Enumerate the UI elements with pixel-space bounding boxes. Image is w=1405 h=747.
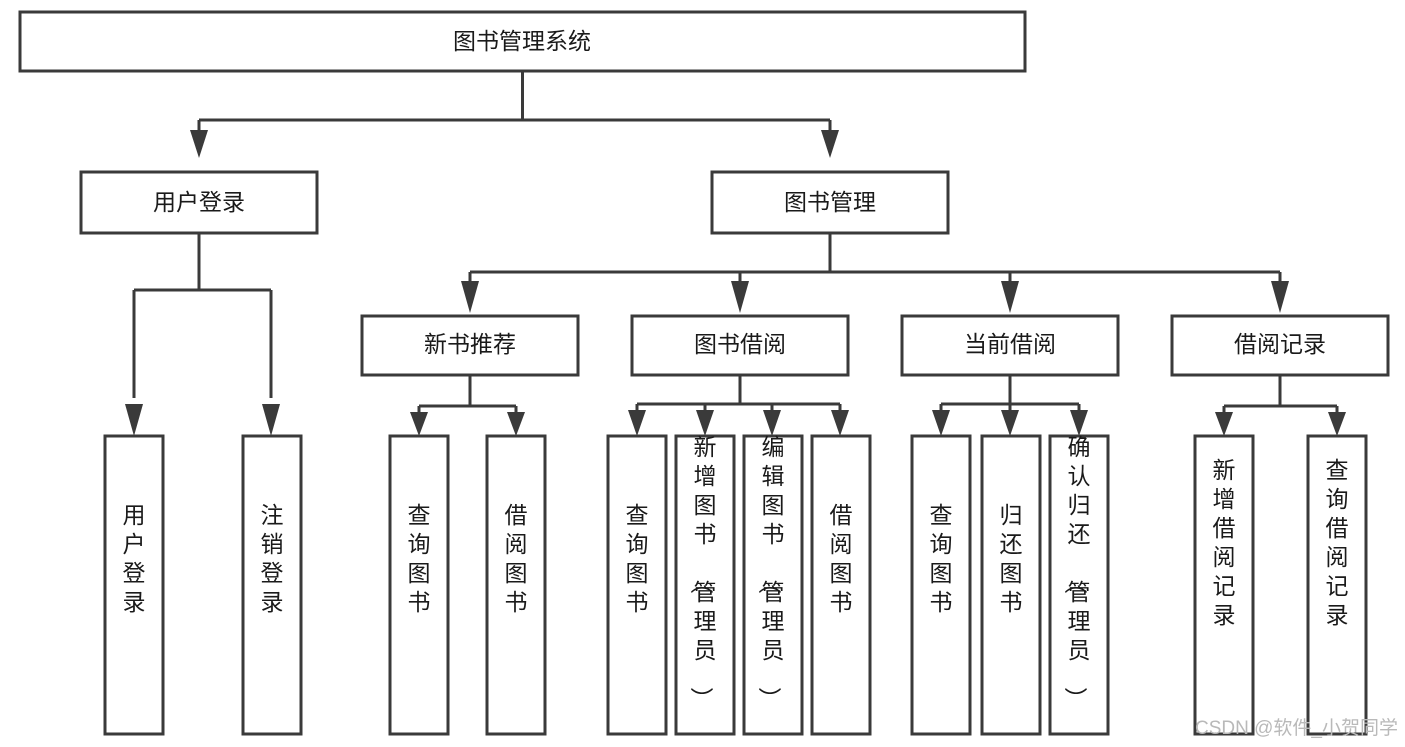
leaf-user-logout-label: 注销登录 (261, 502, 284, 615)
leaf-query-book-1[interactable]: 查询图书 (388, 434, 450, 736)
connector-group-book-management (461, 233, 1289, 313)
node-current-borrow-box[interactable] (900, 314, 1120, 377)
leaf-return-book[interactable]: 归还图书 (980, 434, 1042, 736)
leaf-query-book-3[interactable]: 查询图书 (910, 434, 972, 736)
arrow-head-user-login (190, 130, 208, 158)
arrow-head-leaf-query-book-3 (932, 410, 950, 436)
leaf-query-book-3-label: 查询图书 (930, 502, 953, 615)
leaf-user-logout[interactable]: 注销登录 (241, 434, 303, 736)
leaf-add-book-label: 新增图书（管理员） (689, 434, 717, 710)
leaf-edit-book-box[interactable] (742, 434, 804, 736)
leaf-borrow-book-2[interactable]: 借阅图书 (810, 434, 872, 736)
node-new-book-recommend[interactable]: 新书推荐 (360, 314, 580, 377)
connector-group-borrow-record (1215, 375, 1346, 436)
leaf-user-login-label: 用户登录 (123, 502, 146, 615)
node-system-box[interactable] (18, 10, 1027, 73)
leaf-query-record-box[interactable] (1306, 434, 1368, 736)
arrow-head-book-borrow (731, 281, 749, 313)
arrow-head-leaf-add-record (1215, 412, 1233, 436)
leaf-borrow-book-1-box[interactable] (485, 434, 547, 736)
leaf-add-record-box[interactable] (1193, 434, 1255, 736)
leaf-query-book-3-box[interactable] (910, 434, 972, 736)
node-book-management[interactable]: 图书管理 (710, 170, 950, 235)
node-system-label: 图书管理系统 (453, 28, 591, 54)
node-new-book-recommend-label: 新书推荐 (424, 331, 516, 357)
leaf-add-record[interactable]: 新增借阅记录 (1193, 434, 1255, 736)
node-borrow-record-label: 借阅记录 (1234, 331, 1326, 357)
node-book-management-label: 图书管理 (784, 189, 876, 215)
node-book-borrow[interactable]: 图书借阅 (630, 314, 850, 377)
node-book-borrow-box[interactable] (630, 314, 850, 377)
leaf-borrow-book-2-box[interactable] (810, 434, 872, 736)
leaf-query-book-2-box[interactable] (606, 434, 668, 736)
leaf-edit-book[interactable]: 编辑图书（管理员） (742, 434, 804, 736)
connector-group-current-borrow (932, 375, 1088, 436)
leaf-add-book-box[interactable] (674, 434, 736, 736)
leaf-confirm-return[interactable]: 确认归还（管理员） (1048, 434, 1110, 736)
arrow-head-new-book-recommend (461, 281, 479, 313)
node-user-login[interactable]: 用户登录 (79, 170, 319, 235)
arrow-head-borrow-record (1271, 281, 1289, 313)
leaf-borrow-book-2-label: 借阅图书 (830, 502, 853, 615)
leaf-query-record[interactable]: 查询借阅记录 (1306, 434, 1368, 736)
connector-group-user-login (125, 233, 280, 436)
arrow-head-leaf-borrow-book-2 (831, 410, 849, 436)
leaf-borrow-book-1[interactable]: 借阅图书 (485, 434, 547, 736)
leaf-user-login[interactable]: 用户登录 (103, 434, 165, 736)
arrow-head-leaf-query-record (1328, 412, 1346, 436)
node-system[interactable]: 图书管理系统 (18, 10, 1027, 73)
leaf-return-book-box[interactable] (980, 434, 1042, 736)
node-user-login-box[interactable] (79, 170, 319, 235)
leaf-return-book-label: 归还图书 (1000, 502, 1023, 615)
connector-group-book-borrow (628, 375, 849, 436)
node-user-login-label: 用户登录 (153, 189, 245, 215)
leaf-query-book-1-box[interactable] (388, 434, 450, 736)
arrow-head-leaf-user-login (125, 404, 143, 436)
arrow-head-leaf-borrow-book-1 (507, 412, 525, 436)
leaf-query-book-1-label: 查询图书 (408, 502, 431, 615)
leaf-query-book-2[interactable]: 查询图书 (606, 434, 668, 736)
connector-group-root (190, 71, 839, 158)
leaf-add-record-label: 新增借阅记录 (1213, 457, 1236, 628)
node-book-borrow-label: 图书借阅 (694, 331, 786, 357)
arrow-head-leaf-query-book-1 (410, 412, 428, 436)
leaf-confirm-return-label: 确认归还（管理员） (1063, 434, 1091, 710)
csdn-watermark: CSDN @软件_小贺同学 (1195, 717, 1398, 739)
leaf-confirm-return-box[interactable] (1048, 434, 1110, 736)
leaf-query-book-2-label: 查询图书 (626, 502, 649, 615)
node-borrow-record[interactable]: 借阅记录 (1170, 314, 1390, 377)
node-current-borrow[interactable]: 当前借阅 (900, 314, 1120, 377)
leaf-edit-book-label: 编辑图书（管理员） (757, 434, 785, 710)
leaf-user-login-box[interactable] (103, 434, 165, 736)
node-current-borrow-label: 当前借阅 (964, 331, 1056, 357)
node-new-book-recommend-box[interactable] (360, 314, 580, 377)
connector-group-new-book-recommend (410, 375, 525, 436)
arrow-head-leaf-add-book (696, 410, 714, 436)
leaf-add-book[interactable]: 新增图书（管理员） (674, 434, 736, 736)
leaf-query-record-label: 查询借阅记录 (1326, 457, 1349, 628)
arrow-head-current-borrow (1001, 281, 1019, 313)
leaf-user-logout-box[interactable] (241, 434, 303, 736)
arrow-head-leaf-return-book (1001, 410, 1019, 436)
node-borrow-record-box[interactable] (1170, 314, 1390, 377)
arrow-head-leaf-confirm-return (1070, 410, 1088, 436)
node-book-management-box[interactable] (710, 170, 950, 235)
arrow-head-leaf-user-logout (262, 404, 280, 436)
arrow-head-book-management (821, 130, 839, 158)
leaf-borrow-book-1-label: 借阅图书 (505, 502, 528, 615)
arrow-head-leaf-edit-book (763, 410, 781, 436)
arrow-head-leaf-query-book-2 (628, 410, 646, 436)
